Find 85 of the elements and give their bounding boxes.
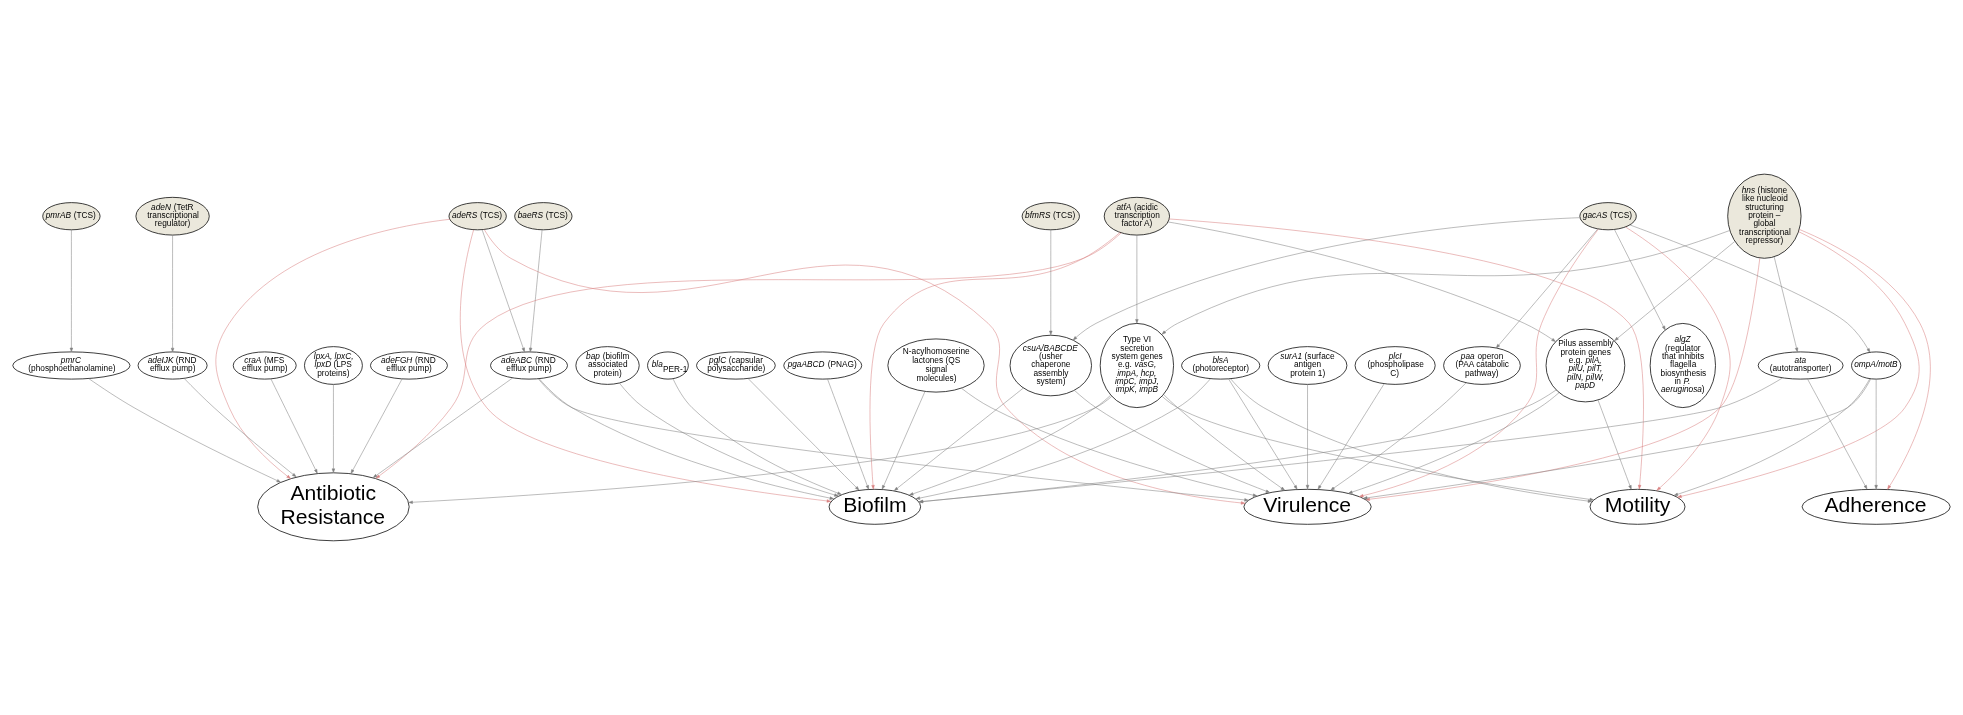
arrow [331, 384, 335, 473]
node-ellipse: N-acylhomoserine lactones (QS signal molecules) [887, 338, 985, 393]
arrow [1677, 231, 1920, 498]
arrow [171, 234, 175, 353]
node-ellipse: adeABC (RND efflux pump) [490, 351, 568, 380]
arrow [1614, 229, 1666, 331]
arrow [1359, 229, 1599, 498]
node-ellipse: gacAS (TCS) [1579, 202, 1637, 231]
arrow [1230, 378, 1593, 503]
arrow [1305, 384, 1310, 490]
arrow [481, 229, 525, 353]
arrow [1072, 217, 1580, 341]
node-ellipse: Adherence [1801, 488, 1951, 525]
node-ellipse: Type VI secretion system genes e.g. vasG, impA, hcp, impC, impJ, impK, impB [1099, 323, 1174, 408]
node-ellipse: bfmRS (TCS) [1021, 202, 1080, 231]
arrow [1168, 218, 1644, 490]
node-ellipse: adeIJK (RND efflux pump) [137, 351, 208, 380]
arrow [1074, 390, 1271, 493]
node-ellipse: ompA/motB [1851, 351, 1902, 380]
node-ellipse: adeRS (TCS) [448, 202, 507, 231]
arrow [69, 229, 73, 353]
arrow [915, 378, 1211, 500]
arrow [1049, 229, 1053, 336]
node-ellipse: pglC (capsular polysaccharide) [696, 351, 776, 380]
arrow [538, 378, 1249, 502]
arrow [483, 229, 1246, 505]
arrow [1330, 382, 1467, 491]
node-ellipse: bap (biofilm associated protein) [575, 346, 640, 385]
arrow [918, 377, 1783, 504]
node-ellipse: hns (histone like nucleoid structuring protein – global transcriptional repressor) [1727, 173, 1802, 259]
arrow [1163, 394, 1285, 491]
arrow [1495, 228, 1598, 349]
arrow [619, 382, 839, 497]
node-ellipse: pgaABCD (PNAG) [783, 351, 863, 380]
arrow [918, 389, 1557, 504]
arrow [909, 394, 1111, 496]
node-ellipse: pmrC (phosphoethanolamine) [12, 351, 131, 380]
node-ellipse: lpxA, lpxC, lpxD (LPS proteins) [304, 346, 363, 385]
arrow [1874, 378, 1878, 490]
arrow [408, 396, 1112, 504]
node-ellipse: atfA (acidic transcription factor A) [1103, 196, 1170, 236]
arrow [184, 378, 297, 478]
node-ellipse: adeN (TetR transcriptional regulator) [135, 196, 210, 236]
arrow [881, 391, 926, 490]
arrow [1773, 256, 1799, 353]
arrow [747, 378, 860, 491]
arrow [1807, 378, 1868, 490]
arrow [460, 229, 832, 503]
arrow [827, 378, 869, 490]
arrow [270, 378, 318, 474]
arrow [1135, 234, 1139, 324]
arrow [894, 387, 1024, 491]
node-ellipse: plcI (phospholipase C) [1354, 346, 1436, 385]
node-ellipse: craA (MFS efflux pump) [232, 351, 297, 380]
arrow [1614, 241, 1735, 341]
arrow [672, 378, 842, 495]
node-ellipse: baeRS (TCS) [514, 202, 573, 231]
arrow [1625, 226, 1731, 491]
arrow [88, 378, 281, 483]
arrow [1363, 378, 1871, 500]
arrow [1365, 257, 1761, 501]
arrow [961, 387, 1258, 497]
arrow [1799, 229, 1931, 490]
arrow [372, 377, 513, 478]
arrow [350, 378, 403, 474]
node-ellipse: surA1 (surface antigen protein 1) [1267, 346, 1348, 385]
arrow [538, 378, 834, 500]
arrow [1167, 221, 1556, 342]
node-ellipse: blsA (photoreceptor) [1181, 351, 1261, 380]
arrow [1317, 383, 1385, 490]
arrow [1161, 230, 1730, 335]
arrow [1629, 224, 1871, 353]
arrow [869, 232, 1121, 490]
arrow [529, 229, 543, 353]
arrow [1597, 399, 1632, 490]
node-ellipse: ata (autotransporter) [1757, 351, 1844, 380]
arrow [375, 232, 1122, 479]
arrow [1161, 396, 1594, 501]
arrow [1348, 392, 1560, 494]
node-ellipse: pmrAB (TCS) [42, 202, 101, 231]
arrow [1228, 378, 1298, 490]
arrow [1673, 378, 1871, 496]
arrow [215, 219, 450, 479]
node-circle: Pilus assembly protein genes e.g. pilA, pilU, pilT, pilN, pilW, papD [1545, 328, 1626, 403]
node-ellipse: adeFGH (RND efflux pump) [370, 351, 448, 380]
